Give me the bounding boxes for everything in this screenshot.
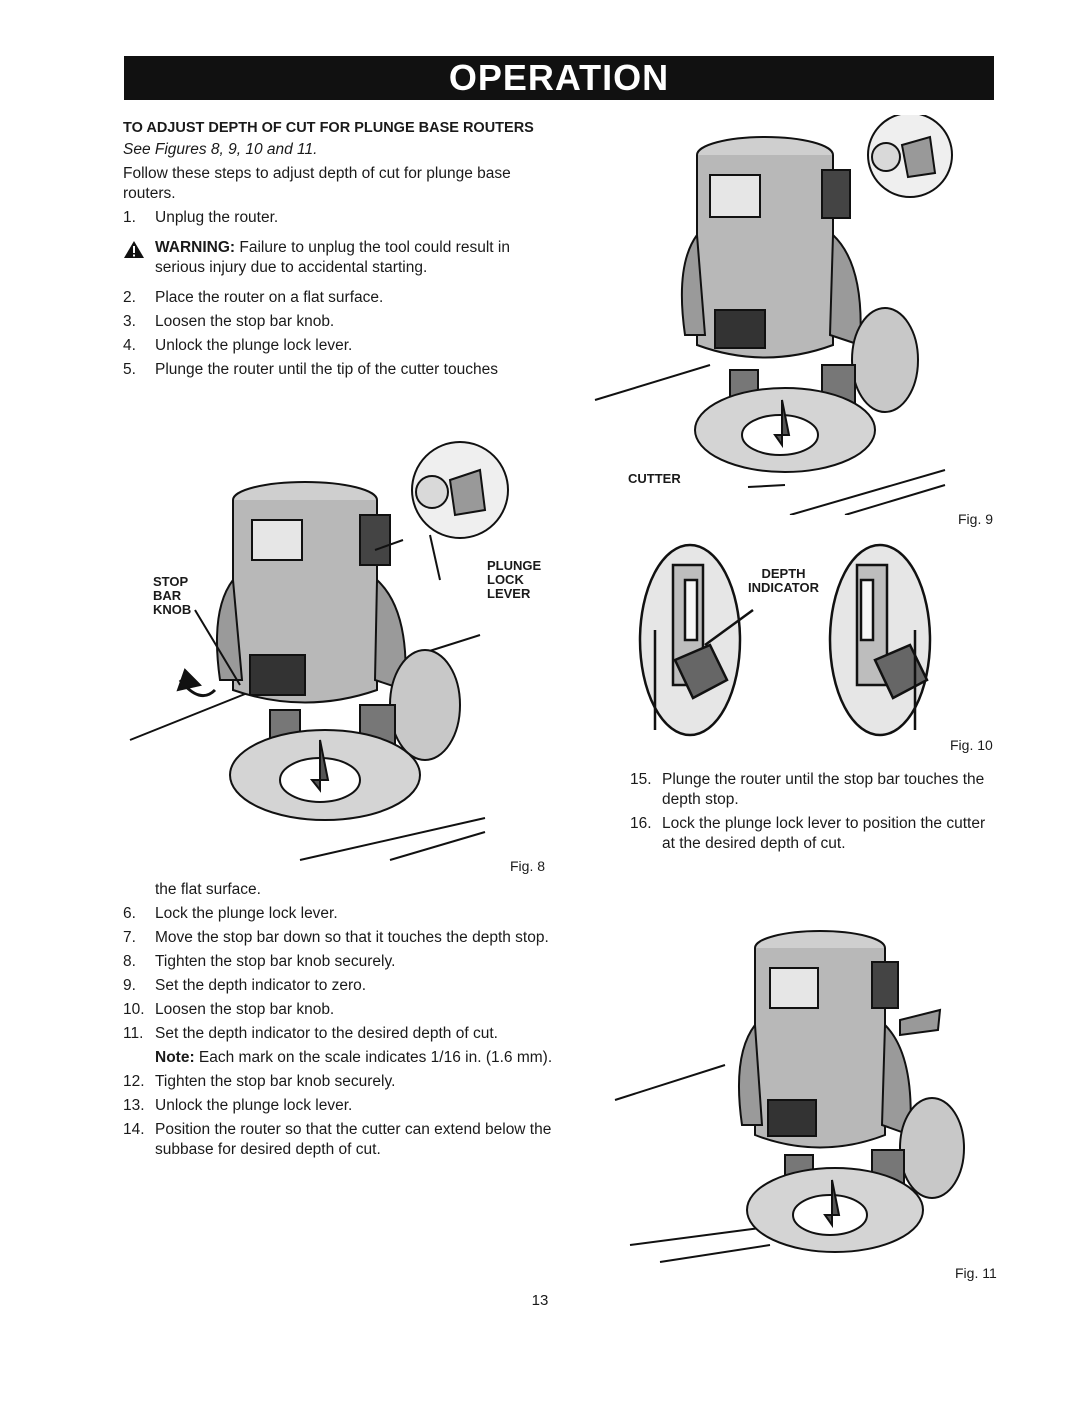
step-number: 6. bbox=[123, 905, 136, 922]
step-text: Set the depth indicator to the desired d… bbox=[155, 1025, 498, 1042]
step-number: 7. bbox=[123, 929, 136, 946]
right-column: 15. Plunge the router until the stop bar… bbox=[630, 766, 990, 854]
intro-paragraph: Follow these steps to adjust depth of cu… bbox=[123, 165, 511, 202]
list-item: 12. Tighten the stop bar knob securely. bbox=[123, 1072, 553, 1092]
callout-plunge: PLUNGE bbox=[487, 558, 542, 573]
list-item: 13. Unlock the plunge lock lever. bbox=[123, 1096, 553, 1116]
callout-indicator: INDICATOR bbox=[748, 580, 820, 595]
section-banner: OPERATION bbox=[124, 56, 994, 100]
step-text: Loosen the stop bar knob. bbox=[155, 1001, 335, 1018]
callout-plunge-lock-lever: PLUNGE LOCK LEVER bbox=[487, 559, 541, 601]
step-number: 1. bbox=[123, 209, 136, 226]
step-text: Loosen the stop bar knob. bbox=[155, 313, 335, 330]
list-item: 7. Move the stop bar down so that it tou… bbox=[123, 928, 553, 948]
step-text: Set the depth indicator to zero. bbox=[155, 977, 367, 994]
list-item: 16. Lock the plunge lock lever to positi… bbox=[630, 814, 990, 854]
list-item: 8. Tighten the stop bar knob securely. bbox=[123, 952, 553, 972]
figure-9-label: Fig. 9 bbox=[958, 511, 994, 527]
list-item: 2. Place the router on a flat surface. bbox=[123, 288, 553, 308]
step-text: Tighten the stop bar knob securely. bbox=[155, 1073, 396, 1090]
step-number: 14. bbox=[123, 1121, 145, 1138]
list-item: 9. Set the depth indicator to zero. bbox=[123, 976, 553, 996]
callout-knob: KNOB bbox=[153, 602, 192, 617]
step-number: 9. bbox=[123, 977, 136, 994]
list-item: 15. Plunge the router until the stop bar… bbox=[630, 770, 990, 810]
list-item: 6. Lock the plunge lock lever. bbox=[123, 904, 553, 924]
step-text: Lock the plunge lock lever. bbox=[155, 905, 338, 922]
page-number: 13 bbox=[531, 1292, 549, 1309]
left-column-upper: TO ADJUST DEPTH OF CUT FOR PLUNGE BASE R… bbox=[123, 119, 553, 380]
list-item: 4. Unlock the plunge lock lever. bbox=[123, 336, 553, 356]
callout-bar: BAR bbox=[153, 588, 182, 603]
callout-depth-indicator: DEPTH INDICATOR bbox=[748, 567, 819, 595]
step-text: Plunge the router until the stop bar tou… bbox=[662, 771, 985, 808]
step-text: Unlock the plunge lock lever. bbox=[155, 337, 353, 354]
step-text: Unplug the router. bbox=[155, 209, 279, 226]
note-text: Each mark on the scale indicates 1/16 in… bbox=[198, 1049, 553, 1066]
steps-list-c: 6. Lock the plunge lock lever. 7. Move t… bbox=[123, 904, 553, 1044]
left-column-lower: the flat surface. 6. Lock the plunge loc… bbox=[123, 880, 553, 1160]
step-number: 16. bbox=[630, 815, 652, 832]
warning-triangle-icon bbox=[123, 238, 155, 278]
step-number: 8. bbox=[123, 953, 136, 970]
figure-10-depth-indicator-illustration bbox=[638, 543, 932, 737]
warning-text: Failure to unplug the tool could result … bbox=[155, 239, 510, 276]
steps-list-e: 15. Plunge the router until the stop bar… bbox=[630, 770, 990, 854]
figure-11-router-illustration bbox=[614, 930, 965, 1263]
step-number: 2. bbox=[123, 289, 136, 306]
see-figures-reference: See Figures 8, 9, 10 and 11. bbox=[123, 141, 318, 158]
callout-depth: DEPTH bbox=[761, 566, 806, 581]
step-number: 13. bbox=[123, 1097, 145, 1114]
continuation-text: the flat surface. bbox=[155, 881, 261, 898]
warning-label: WARNING: bbox=[155, 239, 236, 256]
callout-lock: LOCK bbox=[487, 572, 524, 587]
steps-list-b: 2. Place the router on a flat surface. 3… bbox=[123, 288, 553, 380]
step-number: 5. bbox=[123, 361, 136, 378]
list-item: 3. Loosen the stop bar knob. bbox=[123, 312, 553, 332]
step-text: Tighten the stop bar knob securely. bbox=[155, 953, 396, 970]
note-block: Note: Each mark on the scale indicates 1… bbox=[123, 1048, 553, 1068]
list-item: 10. Loosen the stop bar knob. bbox=[123, 1000, 553, 1020]
figure-8-label: Fig. 8 bbox=[510, 858, 546, 874]
figure-11-label: Fig. 11 bbox=[955, 1265, 997, 1281]
step-text: Lock the plunge lock lever to position t… bbox=[662, 815, 986, 852]
step-number: 12. bbox=[123, 1073, 145, 1090]
callout-cutter: CUTTER bbox=[628, 471, 681, 486]
callout-stop: STOP bbox=[153, 574, 189, 589]
banner-title: OPERATION bbox=[448, 57, 670, 98]
step-number: 11. bbox=[123, 1025, 144, 1042]
figure-9-router-illustration bbox=[594, 115, 953, 515]
warning-block: WARNING: Failure to unplug the tool coul… bbox=[123, 238, 553, 278]
list-item: 5. Plunge the router until the tip of th… bbox=[123, 360, 553, 380]
step-text: Unlock the plunge lock lever. bbox=[155, 1097, 353, 1114]
figure-10-label: Fig. 10 bbox=[950, 737, 993, 753]
step-number: 4. bbox=[123, 337, 136, 354]
step-number: 10. bbox=[123, 1001, 145, 1018]
step-text: Plunge the router until the tip of the c… bbox=[155, 361, 498, 378]
steps-list-d: 12. Tighten the stop bar knob securely. … bbox=[123, 1072, 553, 1160]
step-text: Move the stop bar down so that it touche… bbox=[155, 929, 549, 946]
figure-8-router-illustration bbox=[129, 441, 509, 861]
section-heading: TO ADJUST DEPTH OF CUT FOR PLUNGE BASE R… bbox=[123, 120, 534, 136]
step-text: Place the router on a flat surface. bbox=[155, 289, 384, 306]
list-item: 11. Set the depth indicator to the desir… bbox=[123, 1024, 553, 1044]
note-label: Note: bbox=[155, 1049, 195, 1066]
callout-lever: LEVER bbox=[487, 586, 531, 601]
list-item: 1. Unplug the router. bbox=[123, 208, 553, 228]
list-item: 14. Position the router so that the cutt… bbox=[123, 1120, 553, 1160]
steps-list-a: 1. Unplug the router. bbox=[123, 208, 553, 228]
step-number: 15. bbox=[630, 771, 652, 788]
callout-stop-bar-knob: STOP BAR KNOB bbox=[153, 575, 191, 617]
step-number: 3. bbox=[123, 313, 136, 330]
step-text: Position the router so that the cutter c… bbox=[155, 1121, 552, 1158]
